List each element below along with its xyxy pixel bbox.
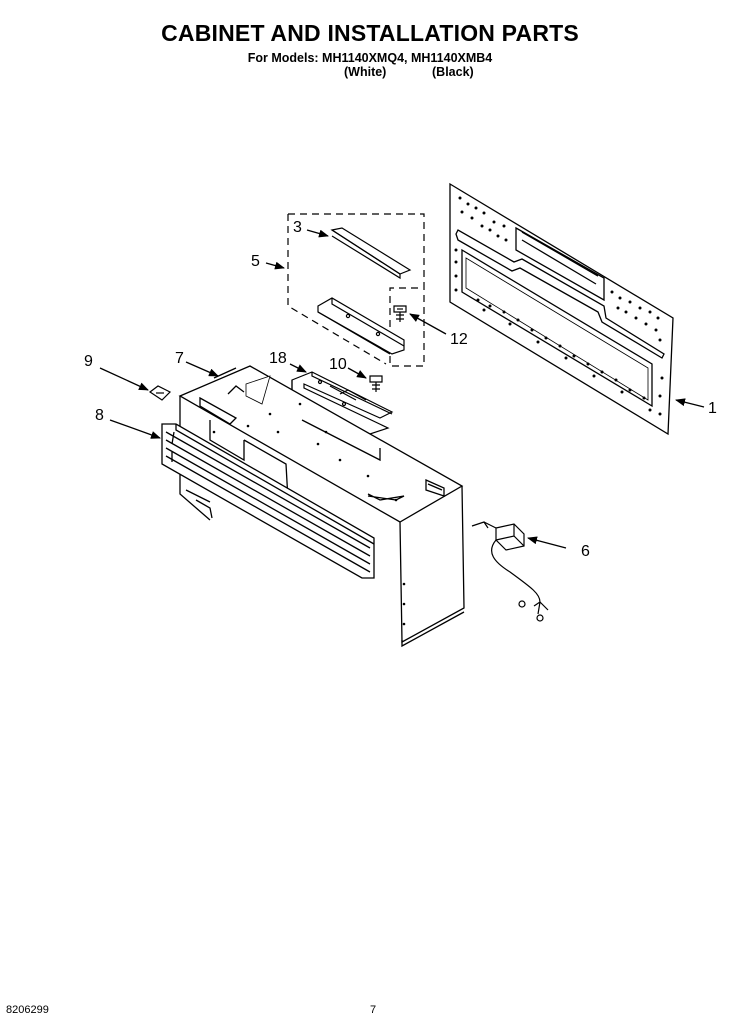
- mounting-plate-part: [449, 182, 674, 436]
- switch-harness-6-part: [471, 521, 549, 622]
- callout-10: 10: [329, 356, 347, 373]
- callout-8: 8: [95, 407, 104, 424]
- callout-5: 5: [251, 253, 260, 270]
- vent-grille-8-part: [161, 423, 375, 579]
- screw-12-part: [393, 305, 407, 322]
- leader-arrows: [99, 229, 705, 549]
- clip-9-part: [148, 385, 172, 401]
- screw-10-part: [369, 375, 383, 392]
- variant-white-label: (White): [344, 65, 387, 79]
- variant-black-label: (Black): [432, 65, 474, 79]
- document-number: 8206299: [6, 1004, 49, 1016]
- callout-12: 12: [450, 331, 468, 348]
- callout-18: 18: [269, 350, 287, 367]
- callout-9: 9: [84, 353, 93, 370]
- callout-3: 3: [293, 219, 302, 236]
- bracket-group-parts: [287, 213, 425, 367]
- cabinet-7-part: [178, 365, 465, 648]
- models-line: For Models: MH1140XMQ4, MH1140XMB4: [247, 51, 493, 65]
- page-title: CABINET AND INSTALLATION PARTS: [161, 20, 579, 46]
- callout-1: 1: [708, 400, 717, 417]
- page-number: 7: [370, 1004, 377, 1016]
- callout-6: 6: [581, 543, 590, 560]
- callout-7: 7: [175, 350, 184, 367]
